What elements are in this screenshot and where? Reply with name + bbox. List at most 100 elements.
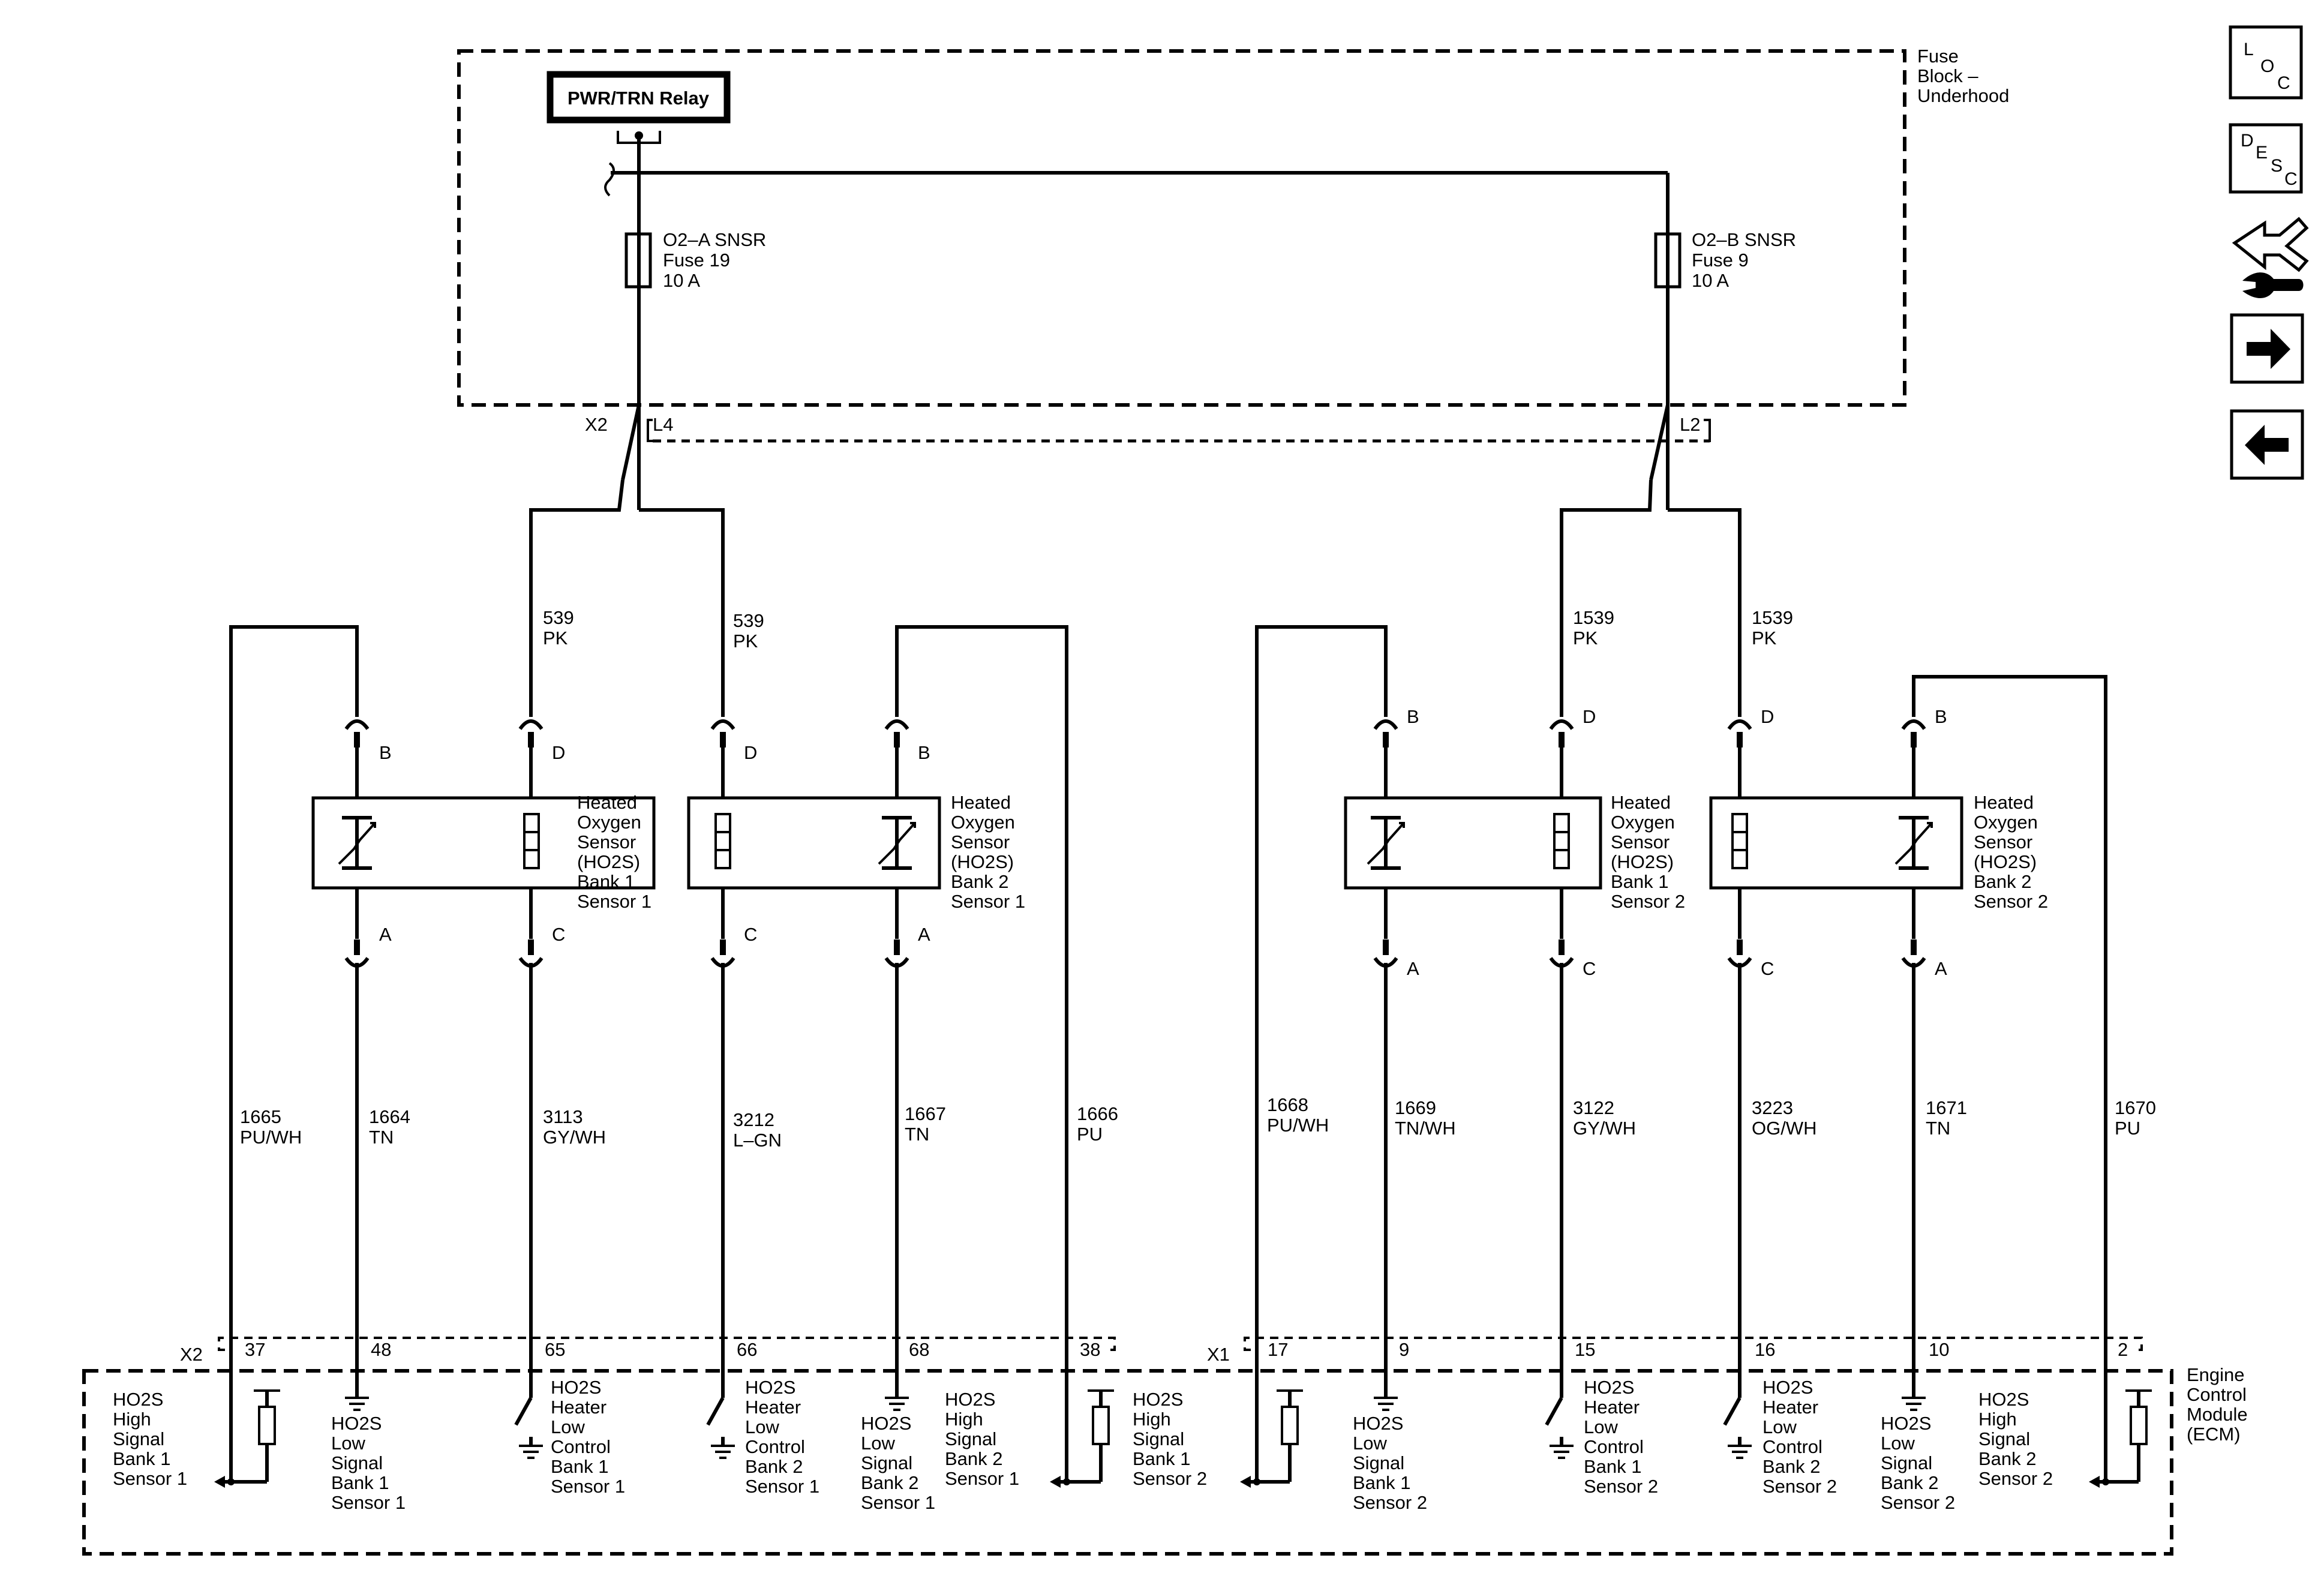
ecm-connector-x1: X1 (1207, 1337, 2143, 1365)
svg-text:Bank 1: Bank 1 (1133, 1448, 1191, 1469)
svg-text:Low: Low (1881, 1433, 1915, 1454)
svg-text:Control: Control (1762, 1436, 1822, 1457)
svg-text:3122: 3122 (1573, 1097, 1614, 1118)
pwr-trn-relay: PWR/TRN Relay (547, 71, 731, 124)
fuse-19: O2–A SNSR Fuse 19 10 A (624, 229, 766, 291)
svg-text:Module: Module (2187, 1404, 2248, 1425)
svg-text:16: 16 (1755, 1339, 1775, 1360)
svg-text:HO2S: HO2S (1353, 1413, 1403, 1434)
svg-text:OG/WH: OG/WH (1752, 1118, 1817, 1139)
svg-text:Bank 1: Bank 1 (551, 1456, 609, 1477)
svg-text:68: 68 (909, 1339, 929, 1360)
svg-text:PWR/TRN Relay: PWR/TRN Relay (568, 88, 710, 109)
svg-text:TN: TN (369, 1127, 394, 1148)
ecm-pin-numbers: 37 48 65 66 68 38 17 9 15 16 10 2 (245, 1339, 2128, 1360)
connector-pin (884, 939, 909, 968)
svg-text:Sensor: Sensor (1611, 831, 1670, 852)
fuse-9: O2–B SNSR Fuse 9 10 A (1654, 229, 1796, 291)
ecm-outline (82, 1369, 2173, 1556)
svg-text:D: D (552, 742, 565, 763)
previous-page-arrow-icon[interactable] (2230, 409, 2304, 480)
svg-text:A: A (1935, 958, 1947, 979)
svg-text:Heated: Heated (577, 792, 637, 813)
svg-text:L4: L4 (653, 414, 673, 435)
svg-text:HO2S: HO2S (1978, 1389, 2029, 1410)
svg-text:X1: X1 (1207, 1344, 1230, 1365)
svg-text:Underhood: Underhood (1917, 85, 2009, 106)
bias-resistor (214, 1389, 280, 1488)
svg-text:PU/WH: PU/WH (240, 1127, 302, 1148)
sensor-label: Heated Oxygen Sensor (HO2S) Bank 1 Senso… (1611, 792, 1685, 912)
svg-text:PK: PK (1752, 628, 1777, 649)
svg-text:O: O (2260, 56, 2274, 76)
svg-text:Bank 2: Bank 2 (945, 1448, 1003, 1469)
svg-text:Sensor 2: Sensor 2 (1881, 1492, 1955, 1513)
svg-text:Fuse 19: Fuse 19 (663, 250, 730, 271)
ho2s-bank2-sensor2: Heated Oxygen Sensor (HO2S) Bank 2 Senso… (1709, 792, 2048, 912)
svg-text:1667: 1667 (905, 1103, 946, 1124)
svg-text:15: 15 (1575, 1339, 1595, 1360)
svg-text:Bank 2: Bank 2 (745, 1456, 803, 1477)
svg-text:D: D (744, 742, 757, 763)
svg-text:Sensor 1: Sensor 1 (745, 1476, 819, 1497)
svg-text:Engine: Engine (2187, 1364, 2245, 1385)
description-view-button[interactable]: D E S C (2229, 123, 2303, 194)
svg-text:38: 38 (1080, 1339, 1100, 1360)
location-view-button[interactable]: L O C (2229, 25, 2303, 100)
next-page-arrow-icon[interactable] (2230, 313, 2304, 384)
svg-text:TN/WH: TN/WH (1395, 1118, 1456, 1139)
svg-text:Sensor 2: Sensor 2 (1974, 891, 2048, 912)
svg-text:Sensor 1: Sensor 1 (113, 1468, 187, 1489)
svg-text:PK: PK (1573, 628, 1598, 649)
svg-text:Sensor 2: Sensor 2 (1133, 1468, 1207, 1489)
svg-text:Signal: Signal (113, 1428, 164, 1449)
svg-text:TN: TN (905, 1124, 929, 1145)
connector-pin (1549, 939, 1574, 968)
svg-text:539: 539 (543, 607, 574, 628)
svg-text:66: 66 (737, 1339, 757, 1360)
bias-resistor (1240, 1389, 1303, 1488)
connector-end-view-icon[interactable] (2232, 217, 2309, 299)
svg-text:Sensor 1: Sensor 1 (551, 1476, 625, 1497)
svg-text:Low: Low (331, 1433, 365, 1454)
fuse-block-title: Fuse Block – Underhood (1917, 46, 2009, 106)
svg-text:Oxygen: Oxygen (1611, 812, 1675, 833)
svg-text:High: High (1978, 1409, 2017, 1430)
svg-text:Bank 2: Bank 2 (861, 1472, 919, 1493)
heater-feed-splits (529, 479, 1742, 717)
svg-text:1665: 1665 (240, 1106, 281, 1127)
svg-text:Bank 1: Bank 1 (1584, 1456, 1642, 1477)
bias-resistor (2089, 1389, 2152, 1488)
svg-text:L: L (2244, 40, 2254, 59)
svg-text:539: 539 (733, 610, 764, 631)
svg-text:Signal: Signal (945, 1428, 996, 1449)
svg-text:Sensor 2: Sensor 2 (1584, 1476, 1658, 1497)
svg-text:L–GN: L–GN (733, 1130, 782, 1151)
svg-text:1539: 1539 (1573, 607, 1614, 628)
svg-text:Low: Low (745, 1416, 779, 1437)
svg-text:HO2S: HO2S (1881, 1413, 1931, 1434)
ho2s-bank1-sensor2: Heated Oxygen Sensor (HO2S) Bank 1 Senso… (1344, 792, 1685, 912)
svg-text:Signal: Signal (1978, 1428, 2030, 1449)
svg-text:Bank 1: Bank 1 (1611, 871, 1669, 892)
svg-text:10 A: 10 A (663, 270, 700, 291)
svg-text:GY/WH: GY/WH (543, 1127, 606, 1148)
svg-text:Sensor 1: Sensor 1 (331, 1492, 406, 1513)
svg-text:Bank 1: Bank 1 (113, 1448, 171, 1469)
svg-text:(HO2S): (HO2S) (951, 851, 1014, 872)
svg-text:HO2S: HO2S (551, 1377, 601, 1398)
svg-text:Sensor 2: Sensor 2 (1762, 1476, 1837, 1497)
svg-text:Sensor: Sensor (577, 831, 636, 852)
ho2s-bank2-sensor1: Heated Oxygen Sensor (HO2S) Bank 2 Senso… (687, 792, 1025, 912)
connector-pin (884, 719, 909, 748)
svg-text:17: 17 (1268, 1339, 1288, 1360)
svg-text:D: D (2241, 131, 2254, 151)
svg-text:Low: Low (1762, 1416, 1797, 1437)
connector-pin (518, 939, 544, 968)
svg-text:1670: 1670 (2115, 1097, 2156, 1118)
svg-text:Bank 2: Bank 2 (1762, 1456, 1821, 1477)
svg-text:C: C (1761, 958, 1774, 979)
svg-text:Signal: Signal (861, 1452, 912, 1473)
svg-text:Bank 2: Bank 2 (1974, 871, 2032, 892)
svg-text:High: High (945, 1409, 983, 1430)
